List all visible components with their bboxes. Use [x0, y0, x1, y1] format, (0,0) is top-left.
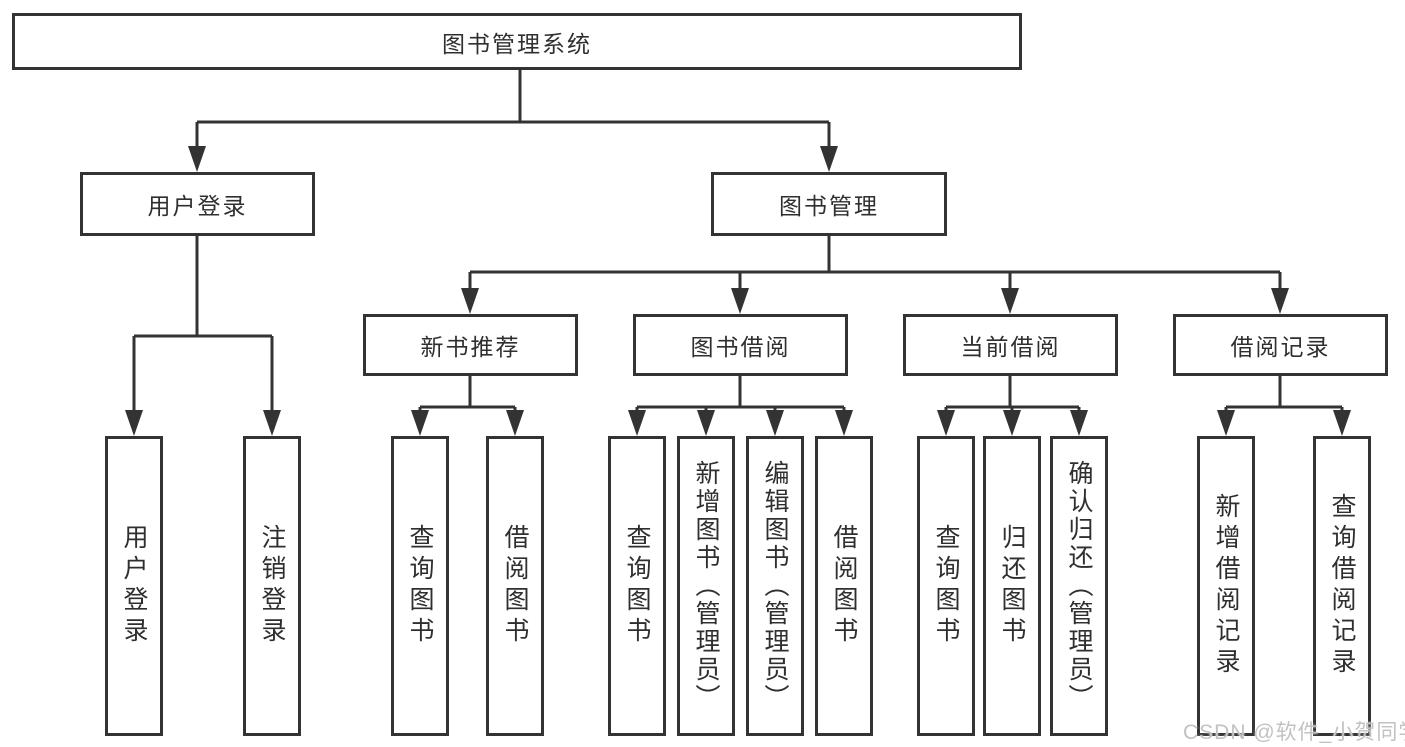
node-library-system: 图书管理系统 — [12, 13, 1022, 70]
node-book-borrowing: 图书借阅 — [633, 314, 848, 376]
leaf-query-borrow-record: 查询借阅记录 — [1313, 436, 1371, 736]
leaf-user-login: 用户登录 — [105, 436, 163, 736]
node-borrowing-records: 借阅记录 — [1173, 314, 1388, 376]
leaf-add-borrow-record: 新增借阅记录 — [1197, 436, 1255, 736]
leaf-return-books: 归还图书 — [983, 436, 1041, 736]
leaf-borrow-books-borrowing: 借阅图书 — [815, 436, 873, 736]
leaf-query-books-borrowing: 查询图书 — [608, 436, 666, 736]
leaf-query-books-recommend: 查询图书 — [391, 436, 449, 736]
node-new-book-recommendation: 新书推荐 — [363, 314, 578, 376]
node-book-management: 图书管理 — [711, 172, 947, 236]
leaf-query-books-current: 查询图书 — [917, 436, 975, 736]
node-current-borrowing: 当前借阅 — [903, 314, 1118, 376]
node-user-login: 用户登录 — [80, 172, 315, 236]
watermark: CSDN @软件_小贺同学 — [1183, 721, 1405, 744]
leaf-logout-login: 注销登录 — [243, 436, 301, 736]
leaf-borrow-books-recommend: 借阅图书 — [486, 436, 544, 736]
leaf-edit-books-admin: 编辑图书（管理员） — [746, 436, 804, 736]
leaf-confirm-return-admin: 确认归还（管理员） — [1050, 436, 1108, 736]
leaf-add-books-admin: 新增图书（管理员） — [677, 436, 735, 736]
